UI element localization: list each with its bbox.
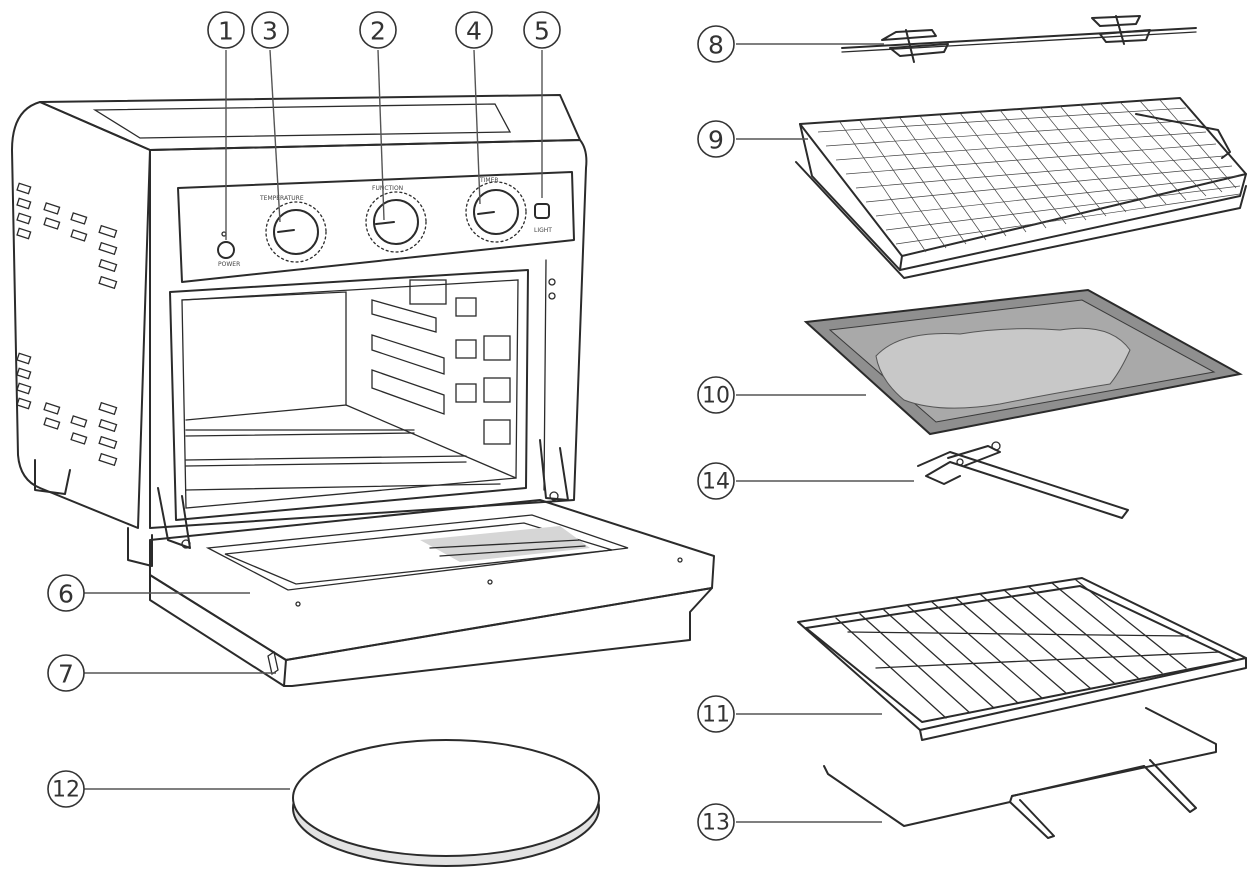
callout-14: 14 (697, 462, 735, 500)
callout-9: 9 (697, 120, 735, 158)
svg-text:2: 2 (370, 17, 386, 46)
basket-mesh (817, 99, 1241, 253)
timer-knob[interactable]: TIMER (465, 177, 527, 243)
svg-text:14: 14 (702, 470, 730, 495)
svg-text:4: 4 (466, 17, 482, 46)
pizza-stone (292, 739, 600, 867)
leader-lines (84, 43, 914, 823)
power-button[interactable] (217, 241, 235, 259)
callout-13: 13 (697, 803, 735, 841)
callout-12: 12 (47, 770, 85, 808)
svg-text:8: 8 (708, 31, 724, 60)
svg-text:POWER: POWER (218, 261, 240, 268)
oven-door[interactable] (149, 439, 715, 687)
callout-6: 6 (47, 574, 85, 612)
oven-cavity (169, 269, 529, 521)
callout-2: 2 (359, 11, 397, 49)
svg-text:5: 5 (534, 17, 550, 46)
svg-text:1: 1 (218, 17, 234, 46)
svg-text:TEMPERATURE: TEMPERATURE (259, 195, 304, 202)
callout-3: 3 (251, 11, 289, 49)
control-panel: POWER TEMPERATURE FUNCTION TIMER (177, 171, 575, 283)
oven-body: POWER TEMPERATURE FUNCTION TIMER (11, 94, 588, 567)
callouts: 1 3 2 4 5 6 7 8 (47, 11, 735, 841)
svg-text:FUNCTION: FUNCTION (372, 185, 403, 192)
callout-1: 1 (207, 11, 245, 49)
svg-text:7: 7 (58, 660, 74, 689)
svg-text:6: 6 (58, 580, 74, 609)
svg-text:LIGHT: LIGHT (534, 227, 552, 234)
wire-rack (797, 577, 1247, 741)
svg-text:12: 12 (52, 778, 80, 803)
svg-text:10: 10 (702, 384, 730, 409)
callout-4: 4 (455, 11, 493, 49)
svg-text:13: 13 (702, 811, 730, 836)
callout-7: 7 (47, 654, 85, 692)
rotisserie-spit (841, 15, 1197, 63)
light-button[interactable] (534, 203, 550, 219)
svg-text:11: 11 (702, 703, 730, 728)
rotisserie-fork (823, 707, 1217, 839)
baking-tray (803, 288, 1243, 436)
function-knob[interactable]: FUNCTION (365, 185, 427, 253)
tray-handle (917, 441, 1129, 519)
callout-10: 10 (697, 376, 735, 414)
callout-11: 11 (697, 695, 735, 733)
callout-8: 8 (697, 25, 735, 63)
svg-text:3: 3 (262, 17, 278, 46)
svg-text:TIMER: TIMER (479, 177, 499, 184)
vent-slots (16, 182, 118, 467)
temperature-knob[interactable]: TEMPERATURE (259, 195, 327, 263)
svg-text:9: 9 (708, 126, 724, 155)
air-fry-basket (795, 97, 1247, 279)
callout-5: 5 (523, 11, 561, 49)
